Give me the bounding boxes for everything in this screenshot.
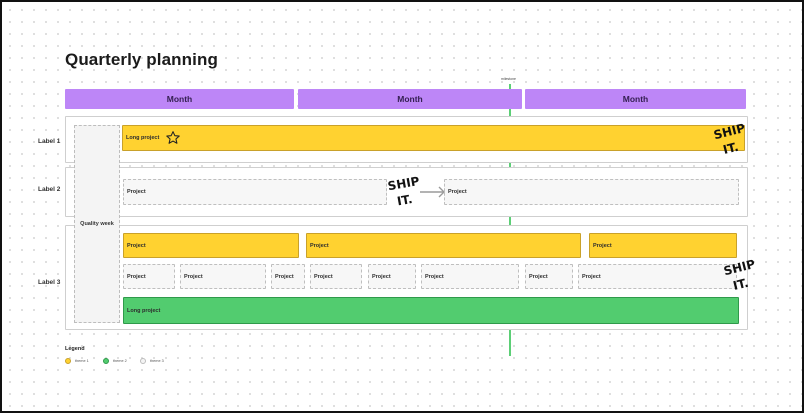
task-label: Project: [275, 273, 294, 280]
month-header-3[interactable]: Month: [525, 89, 746, 109]
page-title: Quarterly planning: [65, 50, 218, 69]
task-project-label3-grey-2[interactable]: Project: [180, 264, 266, 289]
theme-1-swatch: [65, 358, 71, 364]
task-project-label3-grey-5[interactable]: Project: [368, 264, 416, 289]
theme-3-swatch: [140, 358, 146, 364]
month-header-1[interactable]: Month: [65, 89, 294, 109]
task-label: Project: [529, 273, 548, 280]
task-long-project-label1[interactable]: Long project: [122, 125, 745, 151]
row-label-3: Label 3: [38, 279, 61, 286]
task-project-label3-yellow-1[interactable]: Project: [123, 233, 299, 258]
row-label-2: Label 2: [38, 186, 61, 193]
task-label: Project: [425, 273, 444, 280]
row-label-1: Label 1: [38, 138, 61, 145]
milestone-line[interactable]: [509, 84, 511, 356]
month-header-2[interactable]: Month: [298, 89, 522, 109]
task-project-label3-grey-4[interactable]: Project: [310, 264, 362, 289]
task-label: Project: [593, 242, 612, 249]
task-project-label3-grey-7[interactable]: Project: [525, 264, 573, 289]
task-label: Long project: [127, 307, 161, 314]
task-project-label3-grey-3[interactable]: Project: [271, 264, 305, 289]
task-label: Project: [127, 242, 146, 249]
task-label: Project: [448, 189, 467, 195]
legend-item-theme-3: theme 3: [140, 358, 164, 364]
legend-item-theme-2: theme 2: [103, 358, 127, 364]
task-long-project-label3[interactable]: Long project: [123, 297, 739, 324]
task-label: Project: [314, 273, 333, 280]
quality-week-block[interactable]: Quality week: [74, 125, 120, 323]
legend-title: Legend: [65, 346, 85, 352]
task-label: Project: [184, 273, 203, 280]
task-project-label3-grey-1[interactable]: Project: [123, 264, 175, 289]
task-project-label3-grey-8[interactable]: Project: [578, 264, 737, 289]
theme-2-swatch: [103, 358, 109, 364]
star-icon: [166, 131, 181, 144]
milestone-label: milestone: [501, 77, 516, 81]
task-label: Project: [372, 273, 391, 280]
task-label: Project: [582, 273, 601, 280]
task-label: Project: [310, 242, 329, 249]
legend-label: theme 3: [150, 359, 164, 363]
task-project-label2-right[interactable]: Project: [444, 179, 739, 205]
task-project-label3-yellow-2[interactable]: Project: [306, 233, 581, 258]
task-project-label3-grey-6[interactable]: Project: [421, 264, 519, 289]
task-label: Long project: [126, 135, 160, 141]
quality-week-label: Quality week: [80, 221, 114, 227]
legend-label: theme 2: [113, 359, 127, 363]
legend-item-theme-1: theme 1: [65, 358, 89, 364]
task-label: Project: [127, 189, 146, 195]
task-project-label3-yellow-3[interactable]: Project: [589, 233, 737, 258]
legend-label: theme 1: [75, 359, 89, 363]
task-label: Project: [127, 273, 146, 280]
task-project-label2-left[interactable]: Project: [123, 179, 387, 205]
